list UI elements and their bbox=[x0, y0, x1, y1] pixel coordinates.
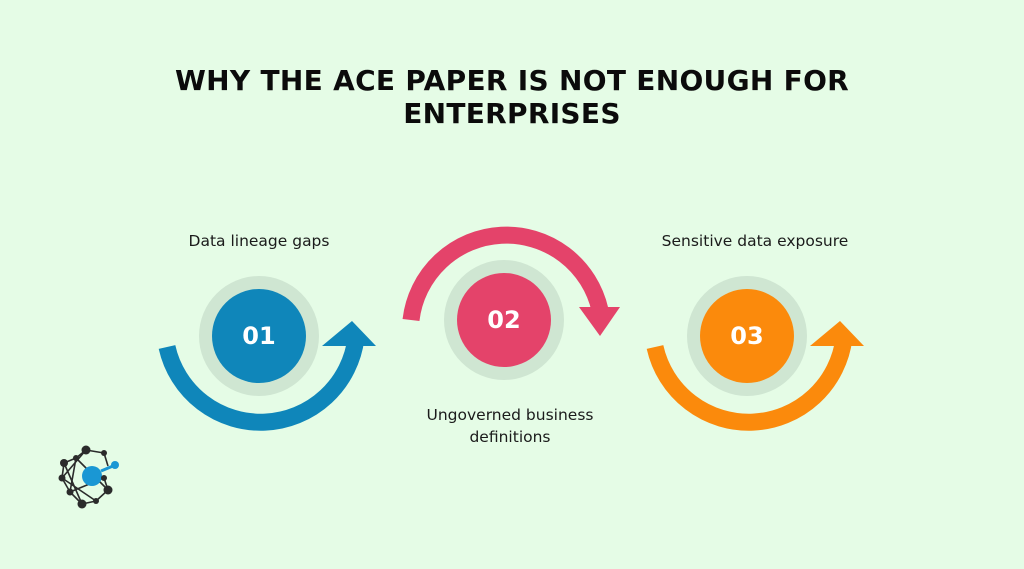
step-3-circle bbox=[700, 289, 794, 383]
step-3: 03 bbox=[646, 276, 864, 431]
step-1-arrow-head bbox=[322, 321, 376, 346]
step-3-arrow-arc bbox=[646, 336, 853, 431]
page-title: WHY THE ACE PAPER IS NOT ENOUGH FOR ENTE… bbox=[174, 64, 850, 130]
step-1-arrow-arc bbox=[158, 336, 365, 431]
step-1-number: 01 bbox=[242, 322, 275, 350]
step-2-label: Ungoverned business definitions bbox=[426, 406, 594, 446]
step-2-arrow-head bbox=[579, 307, 620, 336]
step-2-circle bbox=[457, 273, 551, 367]
logo-hub-node bbox=[82, 466, 102, 486]
step-3-label: Sensitive data exposure bbox=[661, 232, 849, 250]
step-3-number: 03 bbox=[730, 322, 763, 350]
step-2-number: 02 bbox=[487, 306, 520, 334]
step-1-label: Data lineage gaps bbox=[188, 232, 330, 250]
step-2-arrow-arc bbox=[402, 226, 609, 322]
step-3-arrow-head bbox=[810, 321, 864, 346]
step-2: 02 bbox=[402, 226, 620, 380]
step-1-circle bbox=[212, 289, 306, 383]
network-nodes-logo-icon bbox=[58, 445, 119, 509]
step-1: 01 bbox=[158, 276, 376, 431]
